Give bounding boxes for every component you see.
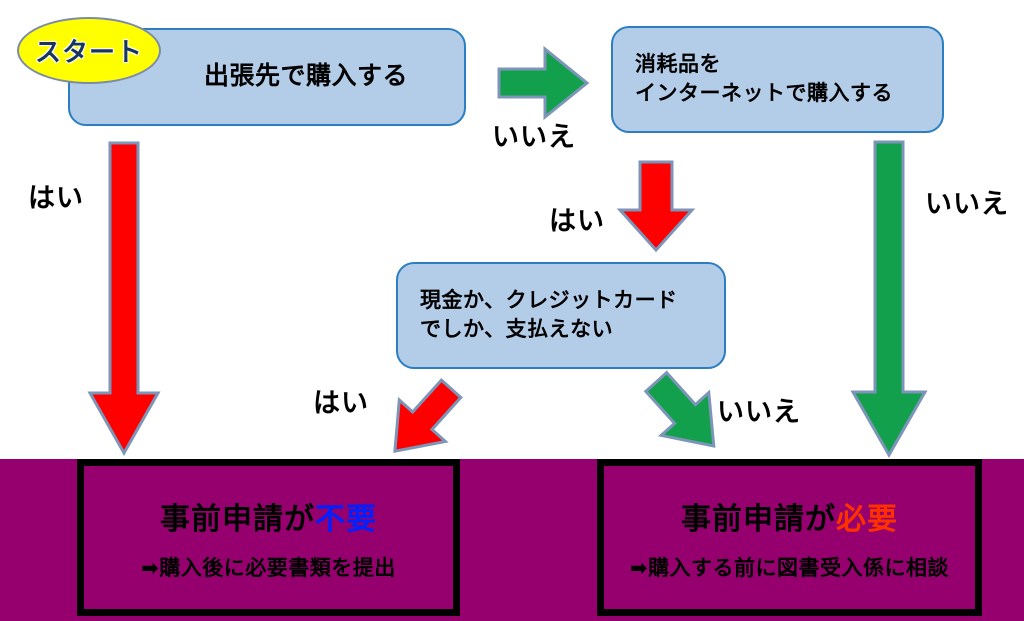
branch-label-yes-diagonal: はい — [313, 388, 369, 418]
arrow-down-green-long-no — [850, 140, 928, 459]
arrow-down-red-yes — [616, 160, 696, 253]
payment-line-1: 現金か、クレジットカード — [420, 289, 678, 313]
start-badge-label: スタート — [34, 37, 143, 67]
arrow-diagonal-green-no — [643, 370, 716, 448]
result-left-title-accent: 不要 — [315, 502, 377, 536]
start-badge: スタート — [17, 17, 161, 84]
result-box-application-required[interactable]: 事前申請が必要 ➡購入する前に図書受入係に相談 — [597, 459, 982, 616]
result-right-title: 事前申請が必要 — [681, 494, 898, 538]
result-right-title-main: 事前申請が — [681, 502, 836, 536]
decision-box-payment-method-label: 現金か、クレジットカード でしか、支払えない — [420, 287, 678, 344]
arrow-right-green-no — [497, 45, 590, 121]
decision-box-internet-purchase-label: 消耗品を インターネットで購入する — [635, 51, 893, 108]
branch-label-no-top: いいえ — [492, 122, 576, 152]
payment-line-2: でしか、支払えない — [420, 317, 614, 341]
branch-label-no-right: いいえ — [925, 189, 1009, 219]
result-right-subtext: ➡購入する前に図書受入係に相談 — [629, 556, 950, 580]
branch-label-yes-middle: はい — [549, 206, 605, 236]
branch-label-no-diagonal: いいえ — [717, 397, 801, 427]
decision-box-payment-method[interactable]: 現金か、クレジットカード でしか、支払えない — [396, 262, 726, 369]
arrow-down-red-long-yes — [87, 141, 161, 457]
result-right-title-accent: 必要 — [836, 502, 898, 536]
result-left-title: 事前申請が不要 — [160, 494, 377, 538]
result-box-no-application-needed[interactable]: 事前申請が不要 ➡購入後に必要書類を提出 — [77, 459, 460, 616]
branch-label-yes-left: はい — [28, 183, 84, 213]
decision-box-travel-purchase-label: 出張先で購入する — [203, 62, 408, 91]
result-left-subtext: ➡購入後に必要書類を提出 — [141, 556, 396, 580]
internet-line-1: 消耗品を — [635, 53, 721, 77]
internet-line-2: インターネットで購入する — [635, 81, 893, 105]
result-left-title-main: 事前申請が — [160, 502, 315, 536]
arrow-diagonal-red-yes — [393, 377, 463, 454]
decision-box-internet-purchase[interactable]: 消耗品を インターネットで購入する — [611, 26, 944, 133]
